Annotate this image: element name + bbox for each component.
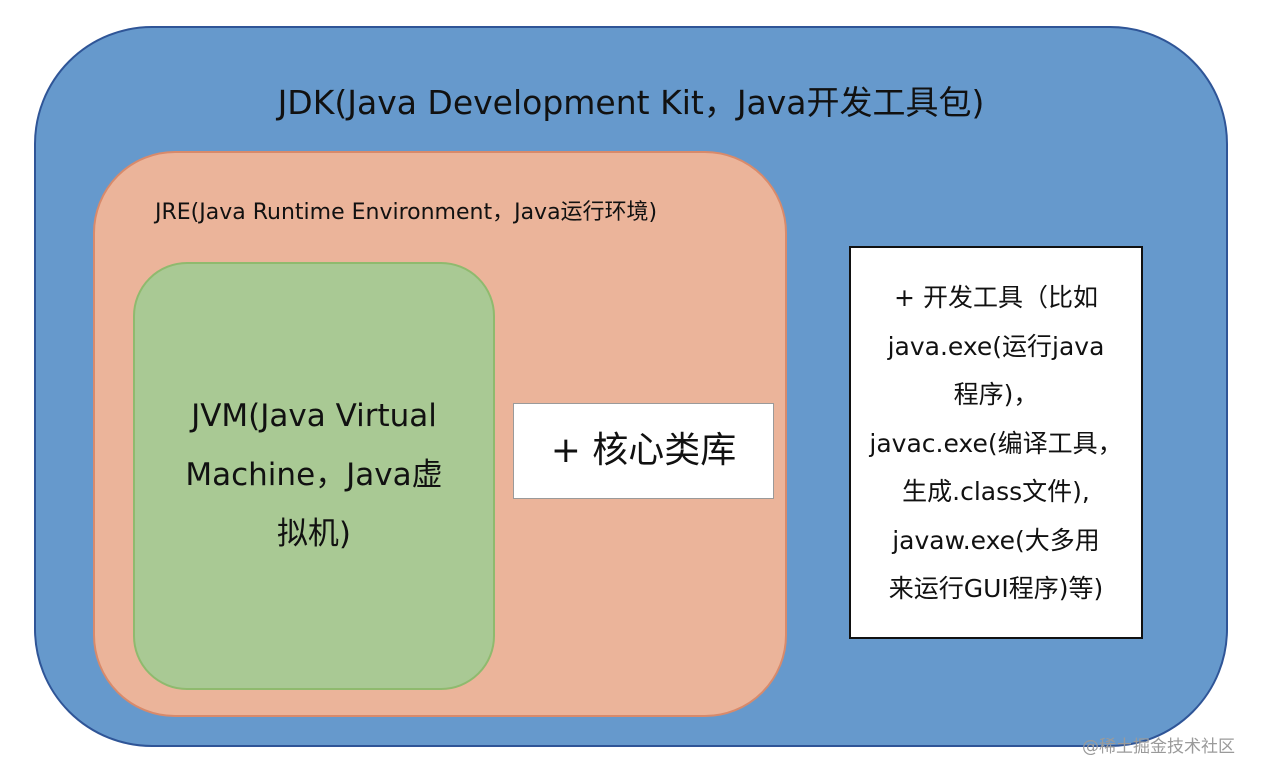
core-library-label: + 核心类库	[550, 430, 737, 471]
jre-label: JRE(Java Runtime Environment，Java运行环境)	[155, 200, 658, 225]
jvm-label: JVM(Java Virtual Machine，Java虚 拟机)	[185, 398, 443, 552]
core-library-box	[513, 403, 774, 499]
jvm-container	[133, 262, 495, 690]
jdk-label: JDK(Java Development Kit，Java开发工具包)	[277, 83, 985, 122]
dev-tools-box	[849, 246, 1143, 639]
dev-tools-label: + 开发工具（比如 java.exe(运行java 程序)， javac.exe…	[869, 283, 1123, 603]
watermark: @稀土掘金技术社区	[1082, 737, 1235, 757]
